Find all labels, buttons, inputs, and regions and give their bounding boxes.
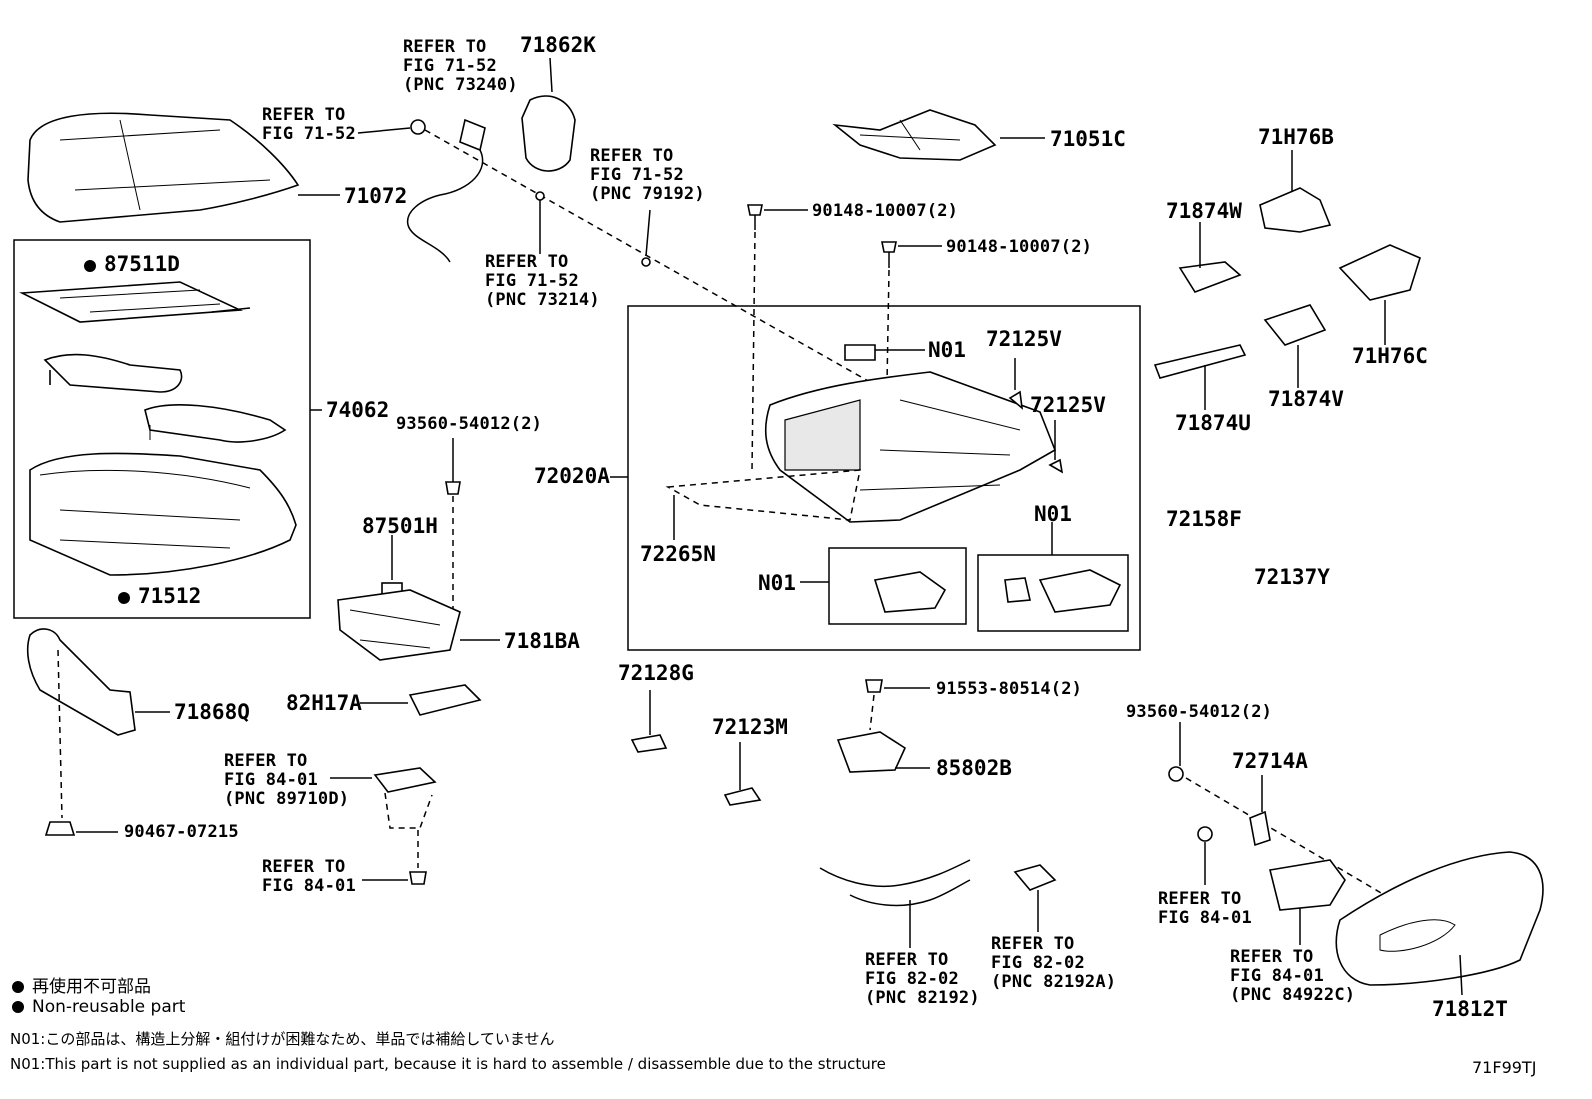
- part-71H76C: [1338, 244, 1421, 345]
- label-72123M: 72123M: [712, 715, 788, 739]
- part-93560-bolt-1: [445, 438, 461, 632]
- part-71868Q-side-trim: [26, 628, 170, 819]
- refer-82192A: REFER TO FIG 82-02 (PNC 82192A): [991, 934, 1117, 992]
- n01-motor-large: [1004, 569, 1122, 613]
- part-71874U: [1153, 344, 1247, 410]
- label-71862K: 71862K: [520, 33, 596, 57]
- label-71874W: 71874W: [1166, 199, 1242, 223]
- label-74062: 74062: [326, 398, 390, 422]
- label-71512: 71512: [118, 585, 201, 608]
- refer-84-01-a: REFER TO FIG 84-01: [262, 857, 356, 896]
- label-N01-motor: N01: [928, 338, 966, 362]
- label-71868Q: 71868Q: [174, 700, 250, 724]
- label-71874V: 71874V: [1268, 387, 1344, 411]
- label-90148-1: 90148-10007(2): [812, 201, 959, 221]
- part-89710D-module: [330, 767, 437, 885]
- group-box-74062: [13, 239, 311, 619]
- part-harness-82192A: [1013, 864, 1057, 932]
- part-87511D-heater-mat: [19, 281, 251, 323]
- part-72123M: [723, 742, 762, 806]
- label-87501H: 87501H: [362, 514, 438, 538]
- part-85802B: [836, 731, 930, 773]
- group-box-72020A: [627, 305, 1141, 651]
- label-72128G: 72128G: [618, 661, 694, 685]
- part-74062-frame-wires: [43, 353, 287, 443]
- label-87511D-text: 87511D: [104, 252, 180, 276]
- part-90148-bolt-1: [747, 204, 808, 471]
- part-82H17A: [360, 684, 482, 716]
- part-93560-bolt-2: [1168, 722, 1411, 911]
- refer-82192: REFER TO FIG 82-02 (PNC 82192): [865, 950, 980, 1008]
- part-84922C-switch: [1269, 859, 1346, 945]
- label-93560-2: 93560-54012(2): [1126, 702, 1273, 722]
- part-7181BA-bracket: [337, 589, 500, 661]
- part-71874W: [1178, 222, 1242, 293]
- label-85802B: 85802B: [936, 756, 1012, 780]
- part-90148-bolt-2: [881, 241, 942, 441]
- label-91553: 91553-80514(2): [936, 679, 1083, 699]
- part-71812T-shield: [1335, 851, 1544, 996]
- label-72125V-1: 72125V: [986, 327, 1062, 351]
- part-72714A: [1249, 775, 1271, 847]
- inset-box-n01-small: [828, 547, 967, 625]
- legend-dot-icon: [12, 1001, 24, 1013]
- legend-jp-nonreusable: 再使用不可部品: [12, 972, 151, 997]
- legend-en-n01: N01:This part is not supplied as an indi…: [10, 1055, 886, 1073]
- label-N01-large: N01: [1034, 502, 1072, 526]
- refer-73240: REFER TO FIG 71-52 (PNC 73240): [403, 37, 518, 95]
- part-87501H: [381, 535, 403, 598]
- non-reusable-dot: [118, 592, 130, 604]
- label-87511D: 87511D: [84, 253, 180, 276]
- label-72714A: 72714A: [1232, 749, 1308, 773]
- part-71H76B: [1259, 150, 1332, 233]
- part-72128G: [630, 690, 668, 753]
- legend-jp-n01: N01:この部品は、構造上分解・組付けが困難なため、単品では補給していません: [10, 1030, 555, 1048]
- part-72020A-adjuster: [610, 344, 1064, 555]
- refer-84922C: REFER TO FIG 84-01 (PNC 84922C): [1230, 947, 1356, 1005]
- label-71512-text: 71512: [138, 584, 202, 608]
- refer-89710D: REFER TO FIG 84-01 (PNC 89710D): [224, 751, 350, 809]
- label-72265N: 72265N: [640, 542, 716, 566]
- part-71512-seat-pad: [29, 452, 297, 576]
- figure-code: 71F99TJ: [1472, 1058, 1537, 1077]
- non-reusable-dot: [84, 260, 96, 272]
- legend-dot-icon: [12, 981, 24, 993]
- part-90467-clip: [44, 821, 118, 836]
- label-71051C: 71051C: [1050, 127, 1126, 151]
- label-71812T: 71812T: [1432, 997, 1508, 1021]
- inset-box-n01-large: [977, 554, 1129, 632]
- label-72020A: 72020A: [534, 464, 610, 488]
- legend-jp-text: 再使用不可部品: [32, 977, 151, 997]
- part-71862K-cover: [521, 57, 576, 172]
- n01-motor-small: [800, 571, 947, 613]
- part-harness-73240: [357, 118, 871, 383]
- label-90148-2: 90148-10007(2): [946, 237, 1093, 257]
- label-N01-small: N01: [758, 571, 796, 595]
- label-71H76C: 71H76C: [1352, 344, 1428, 368]
- part-71072-cushion-cover: [27, 112, 340, 223]
- label-71H76B: 71H76B: [1258, 125, 1334, 149]
- refer-73214: REFER TO FIG 71-52 (PNC 73214): [485, 252, 600, 310]
- legend-en-nonreusable: Non-reusable part: [12, 997, 185, 1017]
- label-72125V-2: 72125V: [1030, 393, 1106, 417]
- part-71051C-frame: [832, 109, 1045, 161]
- part-91553-bolt: [865, 679, 930, 731]
- label-90467: 90467-07215: [124, 822, 239, 842]
- label-72137Y: 72137Y: [1254, 565, 1330, 589]
- legend-en-text: Non-reusable part: [32, 997, 186, 1017]
- label-71072: 71072: [344, 184, 408, 208]
- refer-84-01-b: REFER TO FIG 84-01: [1158, 889, 1252, 928]
- refer-79192: REFER TO FIG 71-52 (PNC 79192): [590, 146, 705, 204]
- label-72158F: 72158F: [1166, 507, 1242, 531]
- label-7181BA: 7181BA: [504, 629, 580, 653]
- part-harness-82192: [819, 859, 971, 948]
- part-71874V: [1263, 304, 1327, 388]
- label-93560-1: 93560-54012(2): [396, 414, 543, 434]
- label-82H17A: 82H17A: [286, 691, 362, 715]
- label-71874U: 71874U: [1175, 411, 1251, 435]
- refer-71-52: REFER TO FIG 71-52: [262, 105, 356, 144]
